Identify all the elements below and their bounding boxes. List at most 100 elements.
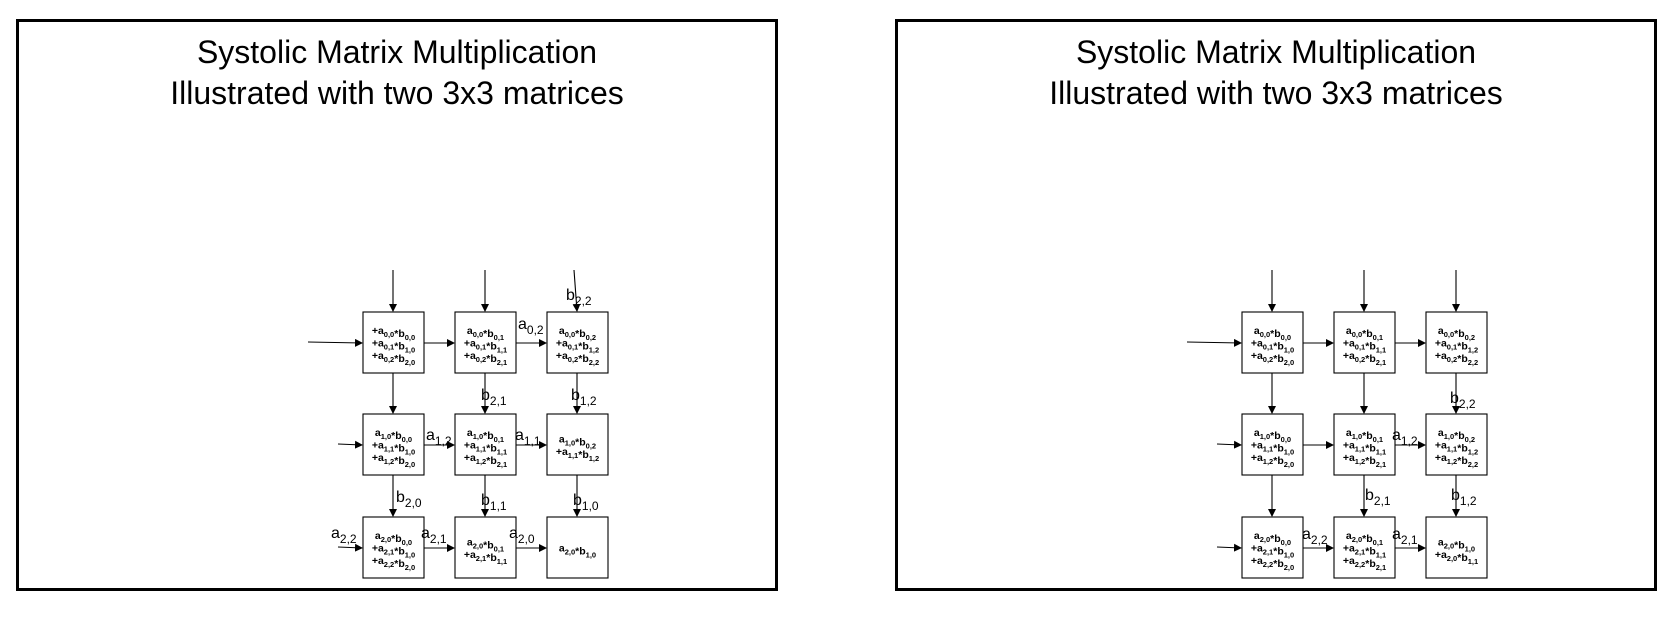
term-subscript: 2,2 bbox=[589, 358, 599, 367]
term-symbol: b bbox=[1458, 328, 1464, 340]
flow-label-a21: a2,1 bbox=[421, 525, 447, 546]
term-symbol: b bbox=[1369, 455, 1375, 467]
term-symbol: * bbox=[486, 353, 491, 365]
cell-term: a0,0*b0,1 bbox=[467, 325, 504, 342]
flow-label-a22: a2,2 bbox=[1302, 526, 1328, 547]
term-symbol: b bbox=[398, 455, 404, 467]
processing-element-1-1 bbox=[1333, 413, 1396, 476]
slide-2: Systolic Matrix Multiplication Illustrat… bbox=[895, 19, 1657, 591]
cell-formula: +a0,0*b0,0+a0,1*b1,0+a0,2*b2,0 bbox=[372, 325, 415, 367]
label-base: a bbox=[509, 525, 518, 542]
processing-element-1-2 bbox=[546, 413, 609, 476]
cell-term: +a2,0*b1,1 bbox=[1435, 549, 1478, 566]
term-symbol: a bbox=[1254, 427, 1260, 439]
title-line-1: Systolic Matrix Multiplication bbox=[1075, 34, 1477, 70]
term-subscript: 1,1 bbox=[1263, 445, 1273, 454]
term-symbol: b bbox=[1458, 430, 1464, 442]
term-subscript: 1,1 bbox=[497, 346, 507, 355]
term-subscript: 1,0 bbox=[1260, 432, 1270, 441]
term-symbol: * bbox=[578, 341, 583, 353]
term-symbol: * bbox=[1273, 455, 1278, 467]
term-symbol: + bbox=[372, 543, 378, 555]
term-symbol: b bbox=[395, 430, 401, 442]
term-symbol: a bbox=[467, 325, 473, 337]
term-subscript: 0,1 bbox=[1373, 435, 1383, 444]
term-subscript: 2,0 bbox=[1284, 563, 1294, 572]
term-symbol: b bbox=[1461, 552, 1467, 564]
term-symbol: * bbox=[391, 533, 396, 545]
slide-1: Systolic Matrix Multiplication Illustrat… bbox=[16, 19, 778, 591]
term-symbol: a bbox=[378, 452, 384, 464]
term-subscript: 0,1 bbox=[568, 343, 578, 352]
label-base: b bbox=[1450, 390, 1459, 407]
term-subscript: 0,1 bbox=[1373, 538, 1383, 547]
term-subscript: 1,2 bbox=[476, 457, 486, 466]
term-symbol: b bbox=[1277, 353, 1283, 365]
term-symbol: b bbox=[1366, 533, 1372, 545]
processing-element-2-2 bbox=[1425, 516, 1488, 579]
term-symbol: b bbox=[1369, 558, 1375, 570]
slide-title: Systolic Matrix Multiplication Illustrat… bbox=[898, 32, 1654, 114]
cell-term: a1,0*b0,2 bbox=[1438, 427, 1475, 444]
term-symbol: * bbox=[578, 353, 583, 365]
term-subscript: 0,0 bbox=[1260, 330, 1270, 339]
term-symbol: b bbox=[1277, 546, 1283, 558]
cell-term: +a1,1*b1,2 bbox=[556, 446, 599, 463]
term-symbol: a bbox=[1441, 549, 1447, 561]
term-subscript: 0,2 bbox=[568, 355, 578, 364]
cell-term: a0,0*b0,2 bbox=[559, 325, 596, 342]
term-subscript: 0,1 bbox=[494, 435, 504, 444]
term-symbol: + bbox=[1435, 549, 1441, 561]
term-symbol: + bbox=[1343, 452, 1349, 464]
term-symbol: a bbox=[1257, 338, 1263, 350]
cell-term: +a2,2*b2,0 bbox=[1251, 555, 1294, 572]
flow-label-b22-top: b2,2 bbox=[566, 287, 592, 308]
term-symbol: a bbox=[1438, 536, 1444, 548]
term-subscript: 0,0 bbox=[473, 330, 483, 339]
term-symbol: * bbox=[394, 353, 399, 365]
term-symbol: + bbox=[464, 440, 470, 452]
term-subscript: 0,1 bbox=[494, 544, 504, 553]
term-subscript: 1,0 bbox=[1284, 346, 1294, 355]
term-subscript: 2,0 bbox=[473, 541, 483, 550]
term-symbol: b bbox=[490, 353, 496, 365]
processing-element-0-2 bbox=[1425, 311, 1488, 374]
processing-element-1-0 bbox=[1241, 413, 1304, 476]
term-symbol: * bbox=[1454, 328, 1459, 340]
term-subscript: 1,0 bbox=[565, 438, 575, 447]
term-subscript: 2,0 bbox=[1352, 535, 1362, 544]
term-subscript: 0,0 bbox=[1444, 330, 1454, 339]
term-symbol: a bbox=[1346, 325, 1352, 337]
cell-term: +a1,2*b2,0 bbox=[1251, 452, 1294, 469]
term-subscript: 0,0 bbox=[405, 333, 415, 342]
label-subscript: 1,0 bbox=[582, 499, 599, 513]
cell-term: +a1,2*b2,2 bbox=[1435, 452, 1478, 469]
term-subscript: 1,1 bbox=[476, 445, 486, 454]
term-symbol: + bbox=[1251, 543, 1257, 555]
flow-label-a22: a2,2 bbox=[331, 525, 357, 546]
term-symbol: b bbox=[1366, 430, 1372, 442]
term-symbol: * bbox=[575, 328, 580, 340]
label-subscript: 2,2 bbox=[1459, 397, 1476, 411]
cell-term: +a2,1*b1,1 bbox=[1343, 543, 1386, 560]
term-subscript: 0,2 bbox=[1355, 355, 1365, 364]
term-subscript: 2,1 bbox=[497, 358, 507, 367]
term-subscript: 1,1 bbox=[1376, 346, 1386, 355]
term-subscript: 1,0 bbox=[1352, 432, 1362, 441]
label-subscript: 1,1 bbox=[524, 434, 541, 448]
term-symbol: * bbox=[1365, 455, 1370, 467]
title-line-2: Illustrated with two 3x3 matrices bbox=[170, 75, 624, 111]
cell-formula: a2,0*b0,1+a2,1*b1,1 bbox=[464, 536, 507, 566]
term-symbol: * bbox=[1457, 443, 1462, 455]
label-base: b bbox=[481, 387, 490, 404]
term-symbol: * bbox=[486, 341, 491, 353]
term-subscript: 0,0 bbox=[565, 330, 575, 339]
cell-term: +a1,1*b1,1 bbox=[464, 440, 507, 457]
term-symbol: + bbox=[1343, 350, 1349, 362]
processing-element-1-0 bbox=[362, 413, 425, 476]
cell-term: a0,0*b0,2 bbox=[1438, 325, 1475, 342]
label-subscript: 1,2 bbox=[580, 394, 597, 408]
term-symbol: * bbox=[1454, 539, 1459, 551]
term-symbol: * bbox=[391, 430, 396, 442]
term-subscript: 0,0 bbox=[1281, 538, 1291, 547]
